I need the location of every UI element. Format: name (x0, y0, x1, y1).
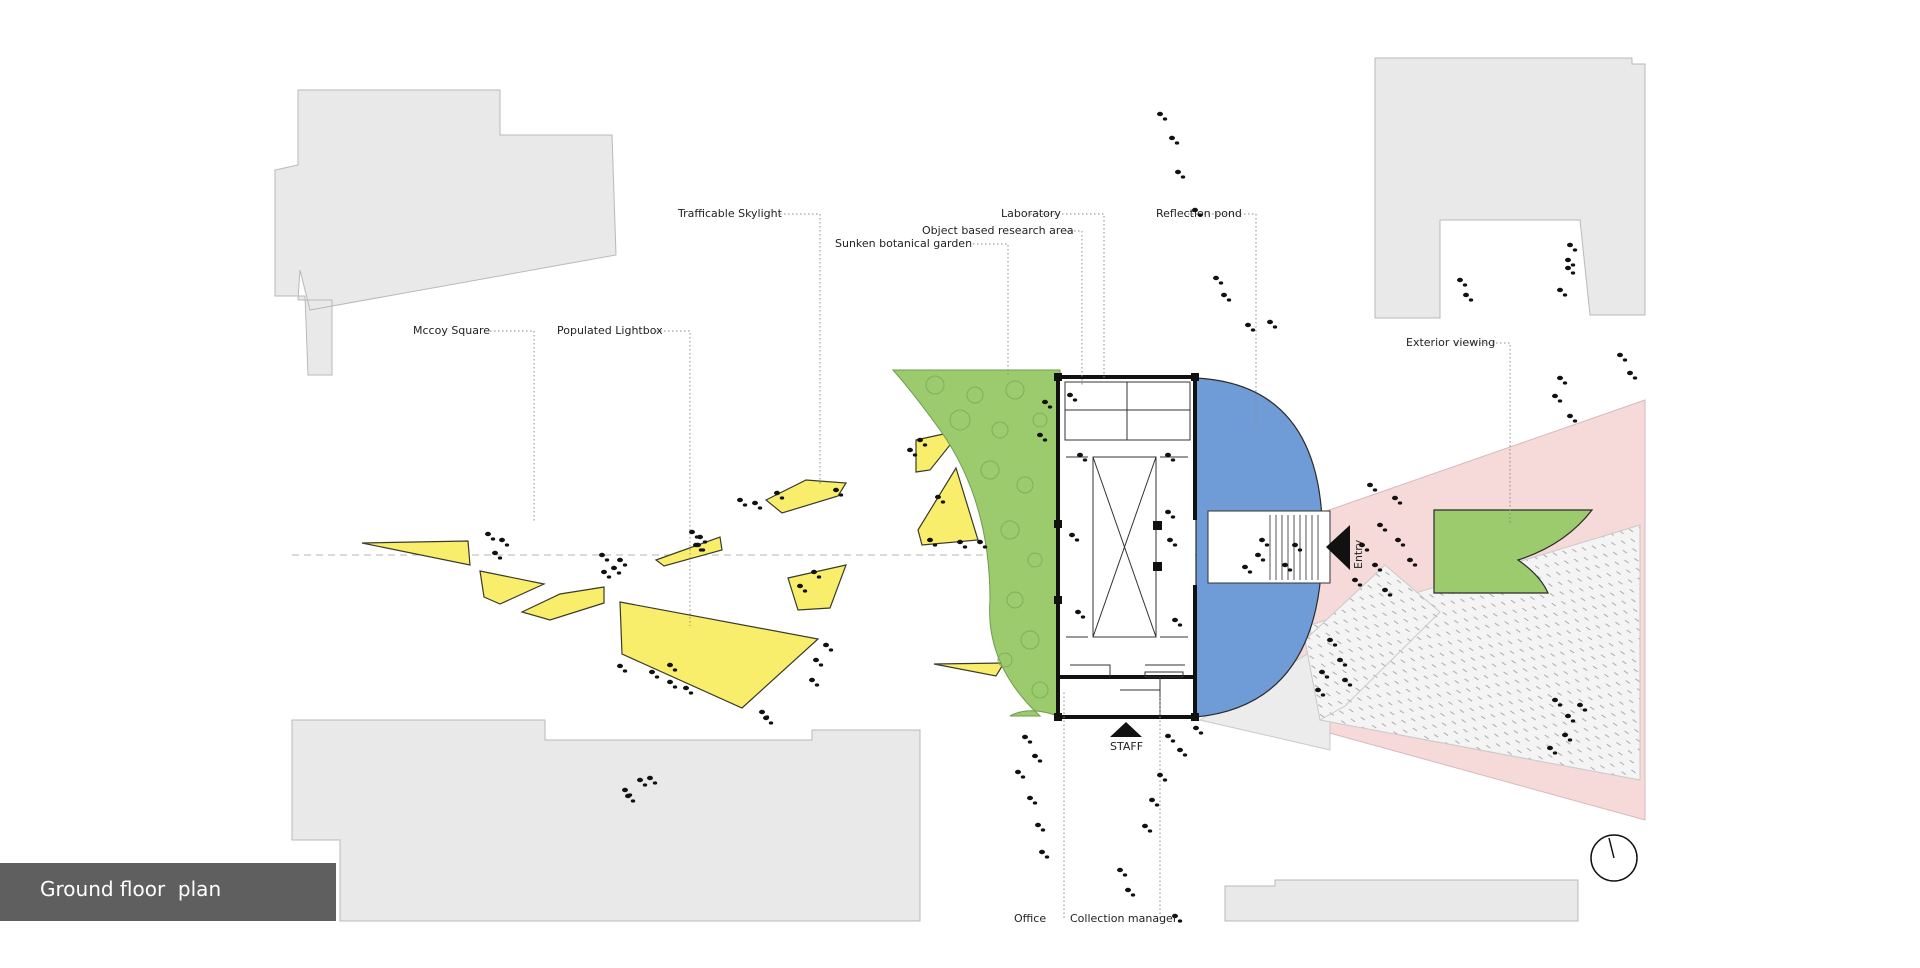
lightbox-5 (654, 536, 723, 567)
building-northeast (1374, 57, 1646, 319)
annotation-labels: Trafficable Skylight Laboratory Object b… (413, 207, 1495, 925)
staff-label: STAFF (1110, 740, 1143, 753)
main-building-plan (1054, 373, 1199, 721)
building-southeast (1224, 879, 1579, 922)
label-exterior-viewing: Exterior viewing (1406, 336, 1495, 349)
label-office: Office (1014, 912, 1046, 925)
title-bar: Ground floor plan (0, 863, 336, 921)
building-southwest (291, 719, 921, 922)
label-collection-manager: Collection manager (1070, 912, 1178, 925)
lightbox-1 (361, 540, 471, 566)
drawing-title: Ground floor plan (40, 877, 222, 901)
view-cones (1198, 399, 1646, 821)
lightbox-7 (787, 564, 847, 611)
lightbox-2 (479, 570, 546, 605)
label-trafficable-skylight: Trafficable Skylight (677, 207, 783, 220)
label-populated-lightbox: Populated Lightbox (557, 324, 663, 337)
north-arrow-icon (1590, 834, 1638, 882)
label-object-research-area: Object based research area (922, 224, 1074, 237)
staff-arrow-icon (1110, 722, 1142, 737)
exterior-viewing-lawn (1433, 509, 1594, 594)
lightbox-3 (520, 586, 605, 621)
label-reflection-pond: Reflection pond (1156, 207, 1242, 220)
lightbox-group (361, 429, 1006, 709)
building-northwest (274, 89, 617, 376)
label-laboratory: Laboratory (1001, 207, 1061, 220)
lightbox-10 (933, 662, 1006, 677)
entry-arrow-icon (1326, 525, 1350, 570)
garden-plants (925, 375, 1049, 699)
leader-lines (490, 213, 1511, 918)
label-sunken-botanical-garden: Sunken botanical garden (835, 237, 972, 250)
lightbox-9 (917, 466, 979, 546)
central-atrium (1092, 456, 1157, 638)
entry-ramp (1207, 510, 1331, 584)
sunken-botanical-garden (891, 369, 1061, 718)
surrounding-buildings (274, 57, 1646, 922)
hatched-plaza-left (1304, 564, 1441, 721)
lightbox-6 (764, 479, 848, 514)
label-mccoy-square: Mccoy Square (413, 324, 490, 337)
lightbox-4 (619, 601, 820, 709)
